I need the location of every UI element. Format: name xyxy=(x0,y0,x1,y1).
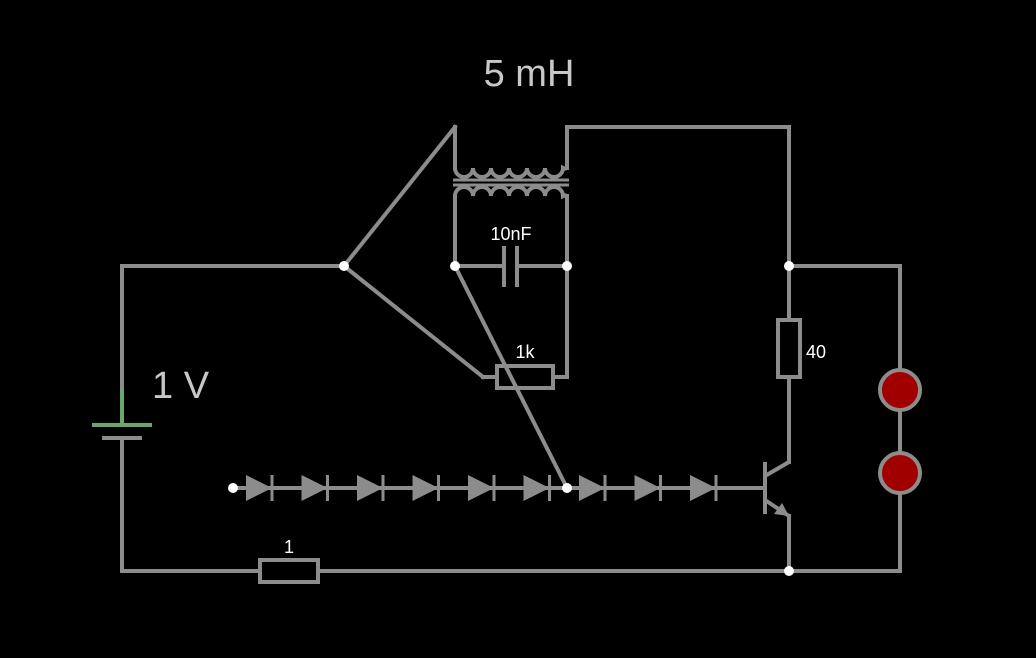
resistor-1k xyxy=(495,364,555,390)
battery-label: 1 V xyxy=(152,365,210,407)
resistor-1 xyxy=(258,558,320,584)
resistor-1k-label: 1k xyxy=(515,342,535,362)
diode-3 xyxy=(357,475,383,501)
diode-5 xyxy=(468,475,494,501)
node-cap-right xyxy=(562,261,572,271)
diode-8 xyxy=(634,475,661,501)
wire-diag-down xyxy=(341,263,486,380)
capacitor xyxy=(502,246,519,287)
node-cap-left xyxy=(450,261,460,271)
diode-1 xyxy=(246,475,272,501)
transformer-primary-coil xyxy=(453,164,568,179)
transistor-collector xyxy=(763,460,791,478)
battery xyxy=(92,388,152,440)
node-collector-top xyxy=(784,261,794,271)
diode-6 xyxy=(523,475,550,501)
wire-diag-up xyxy=(341,124,458,269)
inductor-label: 5 mH xyxy=(484,53,575,95)
node-diode-tap xyxy=(562,483,572,493)
wire-diag-to-diodes xyxy=(452,263,570,491)
diode-4 xyxy=(412,475,439,501)
wires xyxy=(120,124,902,573)
lamp-bottom xyxy=(878,451,922,495)
diode-chain xyxy=(246,475,718,501)
capacitor-label: 10nF xyxy=(490,224,531,244)
diode-7 xyxy=(579,475,605,501)
nodes xyxy=(228,261,794,576)
transformer-secondary-coil xyxy=(453,185,568,200)
diode-9 xyxy=(690,475,716,501)
transistor-emitter-arrow xyxy=(774,503,789,516)
diode-2 xyxy=(301,475,328,501)
transformer xyxy=(453,164,569,200)
lamp-top xyxy=(878,368,922,412)
resistor-40 xyxy=(776,318,802,379)
node-diode-start xyxy=(228,483,238,493)
resistor-1-label: 1 xyxy=(284,537,294,557)
resistor-40-label: 40 xyxy=(806,342,826,362)
transistor xyxy=(763,460,791,518)
node-triangle xyxy=(339,261,349,271)
node-emitter-bottom xyxy=(784,566,794,576)
